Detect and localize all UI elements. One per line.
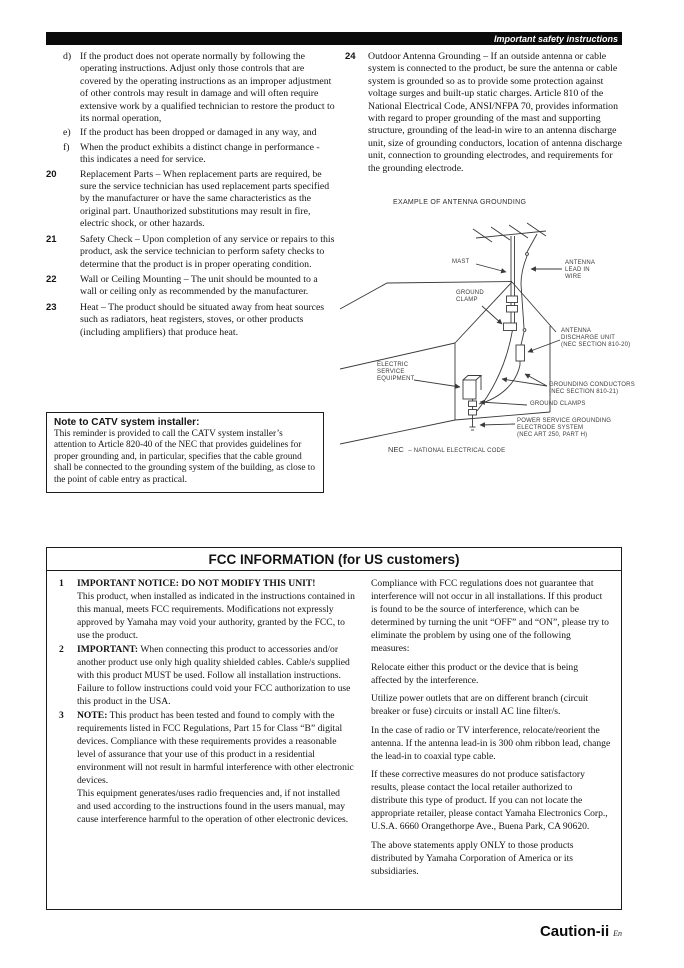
fcc-information-box: FCC INFORMATION (for US customers) 1 IMP…	[46, 547, 622, 910]
diagram-label-ground-clamp: GROUND CLAMP	[456, 290, 484, 303]
diagram-caption: EXAMPLE OF ANTENNA GROUNDING	[393, 199, 527, 206]
fcc-item-body: When connecting this product to accessor…	[77, 644, 351, 707]
item-text: Heat – The product should be situated aw…	[80, 301, 325, 338]
antenna-grounding-illustration	[340, 222, 562, 445]
item-text: When the product exhibits a distinct cha…	[80, 141, 320, 166]
fcc-item-body2: This equipment generates/uses radio freq…	[77, 788, 349, 825]
section-header-bar: Important safety instructions	[46, 32, 622, 45]
fcc-paragraph: Relocate either this product or the devi…	[371, 661, 578, 686]
item-number: 23	[46, 301, 57, 313]
fcc-right-column: Compliance with FCC regulations does not…	[371, 577, 611, 883]
item-label: d)	[63, 51, 72, 62]
item-text: IMPORTANT NOTICE: DO NOT MODIFY THIS UNI…	[77, 577, 355, 642]
list-item: 22 Wall or Ceiling Mounting – The unit s…	[46, 274, 336, 299]
catv-note-body: This reminder is provided to call the CA…	[54, 429, 316, 485]
list-item: 23 Heat – The product should be situated…	[46, 302, 336, 339]
diagram-label-discharge-unit: ANTENNA DISCHARGE UNIT (NEC SECTION 810-…	[561, 328, 631, 348]
item-number: 24	[345, 51, 356, 62]
fcc-item: 1 IMPORTANT NOTICE: DO NOT MODIFY THIS U…	[59, 577, 355, 642]
footer-page-label: Caution-ii	[539, 923, 610, 940]
nec-abbr-expansion: – NATIONAL ELECTRICAL CODE	[408, 448, 506, 454]
item-text: Wall or Ceiling Mounting – The unit shou…	[80, 273, 318, 298]
nec-abbr: NEC	[388, 445, 404, 454]
item-label: f)	[63, 141, 70, 153]
catv-note-title: Note to CATV system installer:	[54, 417, 200, 428]
fcc-title: FCC INFORMATION (for US customers)	[47, 548, 621, 571]
fcc-paragraph: In the case of radio or TV interference,…	[371, 724, 611, 762]
footer-language-code: En	[613, 929, 622, 938]
diagram-label-power-service: POWER SERVICE GROUNDING ELECTRODE SYSTEM…	[517, 418, 612, 438]
item-text: Replacement Parts – When replacement par…	[80, 168, 330, 230]
fcc-columns: 1 IMPORTANT NOTICE: DO NOT MODIFY THIS U…	[47, 571, 621, 883]
list-item: f) When the product exhibits a distinct …	[46, 142, 336, 167]
item-text: If the product has been dropped or damag…	[80, 127, 317, 139]
fcc-item: 3 NOTE: This product has been tested and…	[59, 709, 355, 826]
diagram-label-antenna-lead-in: ANTENNA LEAD IN WIRE	[565, 260, 596, 280]
fcc-left-column: 1 IMPORTANT NOTICE: DO NOT MODIFY THIS U…	[59, 577, 355, 883]
catv-note-box: Note to CATV system installer: This remi…	[46, 412, 324, 494]
item-text: IMPORTANT: When connecting this product …	[77, 643, 355, 708]
section-header-title: Important safety instructions	[493, 33, 618, 44]
item-number: 22	[46, 273, 57, 285]
item-number: 1	[59, 578, 64, 589]
item-label: e)	[63, 127, 71, 139]
fcc-item-body: This product, when installed as indicate…	[77, 591, 355, 641]
diagram-label-mast: MAST	[452, 259, 470, 265]
page-footer: Caution-ii En	[400, 923, 622, 941]
item-number: 20	[46, 168, 57, 180]
fcc-item-lead: IMPORTANT NOTICE: DO NOT MODIFY THIS UNI…	[77, 578, 316, 589]
fcc-item-lead: IMPORTANT:	[77, 644, 139, 655]
item-text: Outdoor Antenna Grounding – If an outsid…	[368, 51, 622, 174]
diagram-label-grounding-conductors: GROUNDING CONDUCTORS (NEC SECTION 810-21…	[549, 382, 635, 395]
diagram-label-electric-service: ELECTRIC SERVICE EQUIPMENT	[377, 362, 415, 382]
safety-right-column: 24 Outdoor Antenna Grounding – If an out…	[345, 51, 622, 178]
item-number: 21	[46, 233, 57, 245]
item-number: 3	[59, 710, 64, 721]
fcc-paragraph: Compliance with FCC regulations does not…	[371, 578, 609, 654]
item-text: If the product does not operate normally…	[80, 51, 335, 125]
nec-abbreviation-note: NEC – NATIONAL ELECTRICAL CODE	[388, 439, 505, 457]
antenna-grounding-diagram: MAST ANTENNA LEAD IN WIRE GROUND CLAMP A…	[340, 212, 660, 457]
safety-left-column: d) If the product does not operate norma…	[46, 51, 336, 342]
list-item: 24 Outdoor Antenna Grounding – If an out…	[345, 51, 622, 175]
item-text: Safety Check – Upon completion of any se…	[80, 233, 335, 270]
fcc-paragraph: Utilize power outlets that are on differ…	[371, 693, 589, 717]
fcc-item-lead: NOTE:	[77, 710, 108, 721]
fcc-paragraph: If these corrective measures do not prod…	[371, 769, 608, 832]
diagram-label-ground-clamps: GROUND CLAMPS	[530, 401, 586, 407]
list-item: d) If the product does not operate norma…	[46, 51, 336, 125]
fcc-item-body: This product has been tested and found t…	[77, 710, 354, 786]
fcc-paragraph: The above statements apply ONLY to those…	[371, 839, 574, 877]
item-number: 2	[59, 644, 64, 655]
fcc-item: 2 IMPORTANT: When connecting this produc…	[59, 643, 355, 708]
list-item: e) If the product has been dropped or da…	[46, 127, 336, 139]
list-item: 21 Safety Check – Upon completion of any…	[46, 234, 336, 271]
list-item: 20 Replacement Parts – When replacement …	[46, 169, 336, 231]
item-text: NOTE: This product has been tested and f…	[77, 709, 355, 826]
